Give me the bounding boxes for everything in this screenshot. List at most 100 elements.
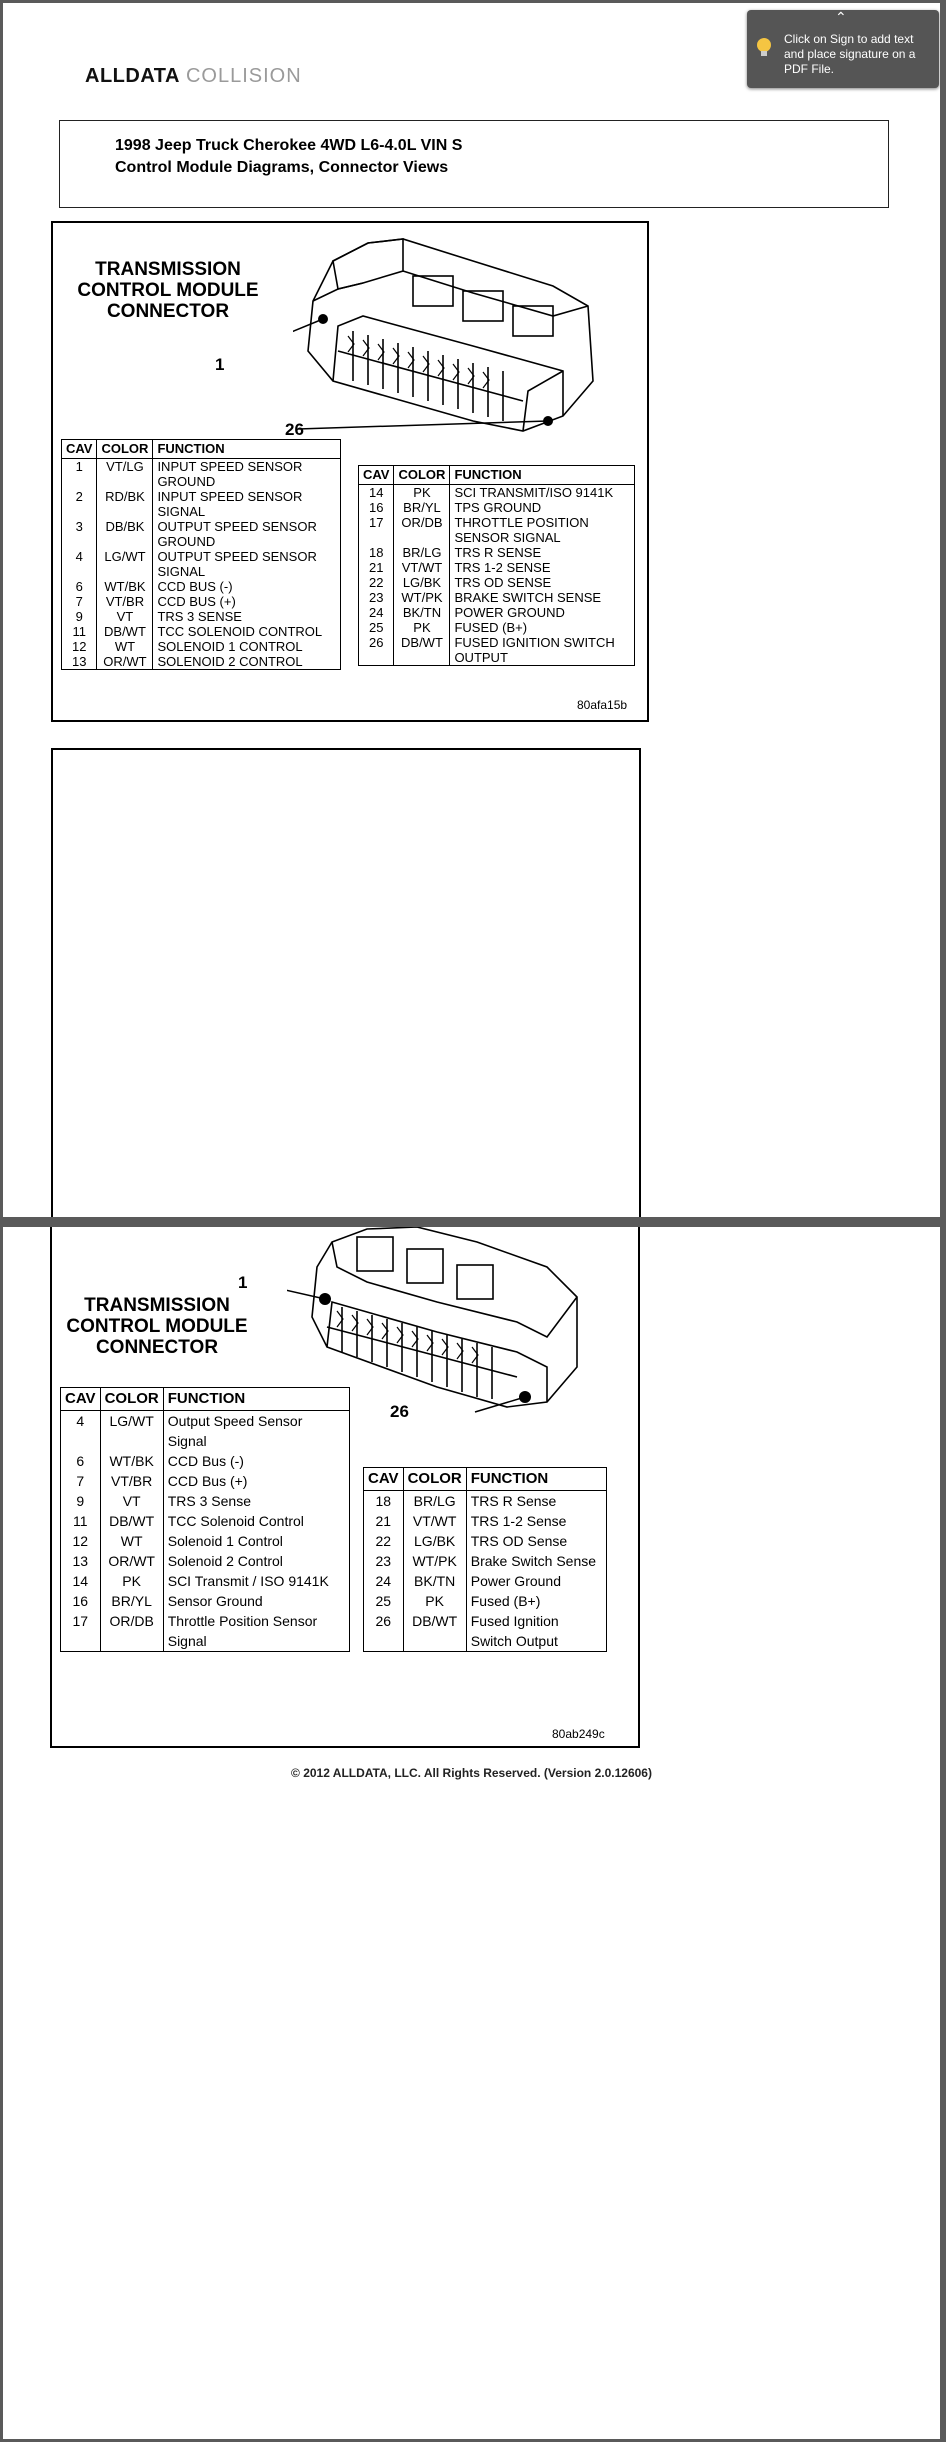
function-cell: TPS GROUND: [449, 500, 635, 515]
function-cell: OUTPUT SPEED SENSOR SIGNAL: [152, 549, 341, 579]
connector-diagram-2-frame: [51, 748, 641, 1217]
color-cell: LG/BK: [393, 575, 451, 590]
color-cell: LG/WT: [99, 1410, 164, 1451]
cavity-cell: 12: [60, 639, 98, 654]
cavity-cell: 9: [60, 1491, 101, 1511]
function-cell: TRS 1-2 SENSE: [449, 560, 635, 575]
cavity-cell: 12: [60, 1531, 101, 1551]
function-cell: TCC SOLENOID CONTROL: [152, 624, 341, 639]
color-cell: VT/LG: [96, 458, 154, 489]
cavity-cell: 4: [60, 549, 98, 579]
tooltip-message: Click on Sign to add text and place sign…: [784, 32, 916, 76]
color-cell: WT/PK: [393, 590, 451, 605]
figure-code: 80afa15b: [577, 698, 628, 712]
function-cell: CCD Bus (-): [162, 1451, 351, 1471]
color-cell: BR/LG: [402, 1490, 467, 1511]
cavity-cell: 22: [363, 1531, 404, 1551]
pin-1-callout: 1: [215, 355, 225, 374]
function-cell: POWER GROUND: [449, 605, 635, 620]
cavity-cell: 1: [60, 458, 98, 489]
function-cell: SCI TRANSMIT/ISO 9141K: [449, 484, 635, 500]
function-cell: TRS 3 SENSE: [152, 609, 341, 624]
cavity-cell: 13: [60, 654, 98, 670]
color-cell: WT/PK: [402, 1551, 467, 1571]
cavity-cell: 18: [357, 545, 395, 560]
connector-diagram-1: TRANSMISSION CONTROL MODULE CONNECTOR: [51, 221, 649, 722]
color-cell: OR/WT: [99, 1551, 164, 1571]
cavity-cell: 21: [357, 560, 395, 575]
function-cell: CCD BUS (-): [152, 579, 341, 594]
color-cell: PK: [99, 1571, 164, 1591]
pin-26-callout: 26: [390, 1402, 409, 1421]
color-cell: DB/WT: [402, 1611, 467, 1652]
color-cell: DB/WT: [99, 1511, 164, 1531]
function-cell: TRS R SENSE: [449, 545, 635, 560]
cavity-cell: 17: [357, 515, 395, 545]
pdf-page-2: TRANSMISSION CONTROL MODULE CONNECTOR: [3, 1227, 940, 2439]
color-cell: VT/WT: [393, 560, 451, 575]
function-cell: Brake Switch Sense: [465, 1551, 608, 1571]
function-cell: Power Ground: [465, 1571, 608, 1591]
connector-drawing: [293, 238, 594, 432]
cavity-cell: 11: [60, 1511, 101, 1531]
chevron-up-icon[interactable]: ⌃: [835, 9, 847, 25]
lightbulb-icon: [757, 38, 771, 56]
function-cell: TRS 3 Sense: [162, 1491, 351, 1511]
function-cell: SOLENOID 1 CONTROL: [152, 639, 341, 654]
function-cell: TRS 1-2 Sense: [465, 1511, 608, 1531]
cavity-cell: 7: [60, 594, 98, 609]
logo-secondary: COLLISION: [185, 65, 302, 87]
connector-diagram-2: TRANSMISSION CONTROL MODULE CONNECTOR: [50, 1227, 640, 1748]
cavity-cell: 6: [60, 579, 98, 594]
color-cell: LG/WT: [96, 549, 154, 579]
diagram-title: TRANSMISSION CONTROL MODULE CONNECTOR: [66, 1295, 248, 1358]
function-cell: SCI Transmit / ISO 9141K: [162, 1571, 351, 1591]
sign-tooltip[interactable]: ⌃ Click on Sign to add text and place si…: [747, 10, 939, 88]
cavity-cell: 14: [357, 484, 395, 500]
function-cell: BRAKE SWITCH SENSE: [449, 590, 635, 605]
cavity-cell: 25: [357, 620, 395, 635]
cavity-cell: 3: [60, 519, 98, 549]
color-cell: WT: [96, 639, 154, 654]
cavity-cell: 18: [363, 1490, 404, 1511]
function-cell: THROTTLE POSITION SENSOR SIGNAL: [449, 515, 635, 545]
cavity-cell: 22: [357, 575, 395, 590]
cavity-cell: 23: [357, 590, 395, 605]
color-cell: WT: [99, 1531, 164, 1551]
color-cell: OR/WT: [96, 654, 154, 670]
cavity-cell: 4: [60, 1410, 101, 1451]
connector-drawing: [287, 1227, 578, 1413]
color-cell: PK: [393, 484, 451, 500]
cavity-cell: 25: [363, 1591, 404, 1611]
cavity-cell: 11: [60, 624, 98, 639]
function-cell: OUTPUT SPEED SENSOR GROUND: [152, 519, 341, 549]
color-cell: DB/WT: [393, 635, 451, 666]
function-cell: TRS OD SENSE: [449, 575, 635, 590]
diagram-title: TRANSMISSION CONTROL MODULE CONNECTOR: [77, 259, 259, 322]
vehicle-title: 1998 Jeep Truck Cherokee 4WD L6-4.0L VIN…: [115, 137, 463, 154]
